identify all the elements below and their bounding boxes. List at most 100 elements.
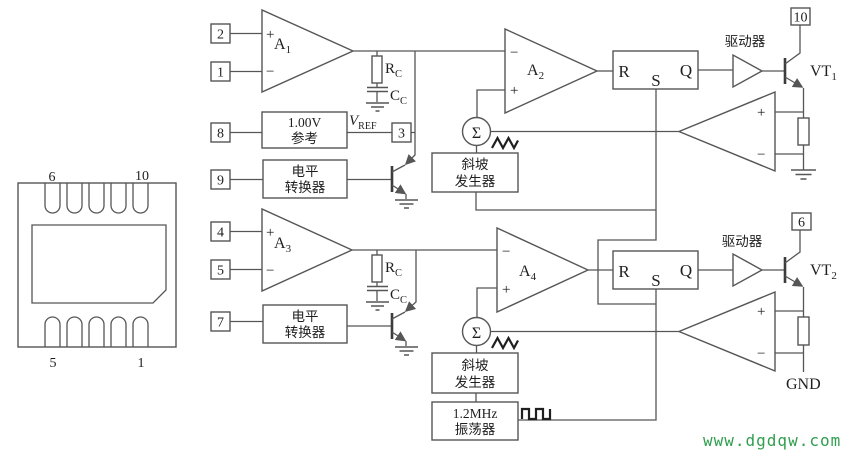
vt2-transistor xyxy=(783,230,805,317)
sense-resistor-1 xyxy=(797,117,810,146)
rc-resistor-1 xyxy=(371,55,383,84)
a1-wiring xyxy=(230,32,505,73)
ic-package: 6 10 5 1 xyxy=(17,169,177,371)
a4-label: A4 xyxy=(519,263,537,283)
driver-1-triangle xyxy=(732,53,764,89)
pin-6-label: 6 xyxy=(798,216,805,231)
level-shifter-1-line2: 转换器 xyxy=(285,180,326,195)
package-pin1-label: 1 xyxy=(138,356,145,371)
a4-plus-sign: + xyxy=(502,282,510,298)
sense-resistor-2 xyxy=(797,316,810,346)
ramp1-clock-wire xyxy=(475,192,656,211)
reference-line1: 1.00V xyxy=(288,115,322,130)
driver-2-label: 驱动器 xyxy=(722,234,763,249)
level-shifter-2-line2: 转换器 xyxy=(285,325,326,340)
clamp-transistor-1 xyxy=(390,51,418,209)
a2-minus-sign: − xyxy=(510,45,518,61)
cc-label-2: CC xyxy=(390,287,407,306)
clock-line-detour xyxy=(597,89,657,305)
op-amp-a3-triangle xyxy=(261,207,354,293)
pwm-comparator-a4-triangle xyxy=(496,226,590,314)
package-top-pins xyxy=(44,183,149,214)
clamp-transistor-2 xyxy=(390,250,418,356)
a1-plus-sign: + xyxy=(266,27,274,43)
package-pin5-label: 5 xyxy=(50,356,57,371)
vt2-label: VT2 xyxy=(810,262,837,282)
oscillator-line2: 振荡器 xyxy=(455,422,496,437)
latch1-q-label: Q xyxy=(680,61,692,80)
a3-minus-sign: − xyxy=(266,263,274,279)
current-sense-comparator-1 xyxy=(677,90,776,173)
channel-2: + − A3 RC CC 电平 转换器 xyxy=(230,207,837,441)
reference-box xyxy=(261,111,348,149)
ground-symbol-cc1 xyxy=(366,102,389,112)
latch1-r-label: R xyxy=(618,62,630,81)
level-shifter-2-line1: 电平 xyxy=(292,309,319,324)
level-shifter-2-wiring xyxy=(230,320,392,327)
pin-1-label: 1 xyxy=(217,66,224,81)
cc-capacitor-2 xyxy=(367,285,388,292)
cs2-tap-wires xyxy=(775,310,804,354)
ground-symbol-vt1 xyxy=(791,169,816,180)
vref-label: VREF xyxy=(349,113,377,132)
op-amp-a1-triangle xyxy=(261,8,355,94)
a1-minus-sign: − xyxy=(266,64,274,80)
pin-5-label: 5 xyxy=(217,264,224,279)
latch1-s-label: S xyxy=(651,71,660,90)
clock-line-lower xyxy=(518,289,657,421)
rc-resistor-2 xyxy=(371,254,383,283)
sawtooth-icon-1 xyxy=(491,135,519,151)
cc-label-1: CC xyxy=(390,88,407,107)
level-shifter-1-line1: 电平 xyxy=(292,164,319,179)
reference-line2: 参考 xyxy=(291,130,318,146)
oscillator-line1: 1.2MHz xyxy=(453,406,498,421)
pwm-comparator-a2-triangle xyxy=(504,27,599,115)
a2-plus-input-wire xyxy=(476,89,505,118)
ground-symbol-cc2 xyxy=(366,301,389,311)
pin-4-label: 4 xyxy=(217,226,224,241)
a2-plus-sign: + xyxy=(510,83,518,99)
pin-8-label: 8 xyxy=(217,127,224,142)
a3-label: A3 xyxy=(274,235,292,255)
pin-2-label: 2 xyxy=(217,28,224,43)
sawtooth-icon-2 xyxy=(491,335,519,351)
channel-1: + − A1 RC CC 1.00V 参考 VREF 电平 转换器 xyxy=(230,8,837,211)
vt1-label: VT1 xyxy=(810,63,837,83)
ground-symbol-clamp1 xyxy=(395,199,418,209)
pin-7-label: 7 xyxy=(217,316,224,331)
sigma-1-glyph: Σ xyxy=(472,125,481,142)
watermark: www.dgdqw.com xyxy=(703,431,841,450)
compensation-network-2: RC CC xyxy=(366,250,407,311)
package-pin10-label: 10 xyxy=(135,169,149,184)
latch2-s-label: S xyxy=(651,271,660,290)
pin-10-label: 10 xyxy=(794,11,808,26)
ramp-generator-1-box xyxy=(431,152,519,193)
ramp-generator-2-line1: 斜坡 xyxy=(462,358,489,373)
a3-wiring xyxy=(230,230,497,271)
a1-label: A1 xyxy=(274,36,291,56)
clock-distribution xyxy=(518,89,657,421)
cs1-plus-sign: + xyxy=(757,105,765,121)
ground-symbol-clamp2 xyxy=(395,346,418,356)
cc-capacitor-1 xyxy=(367,86,388,93)
gnd-label: GND xyxy=(786,376,821,393)
ramp-generator-2-box xyxy=(431,352,519,394)
rs-latch-1-box xyxy=(612,50,699,90)
a4-plus-input-wire xyxy=(476,287,497,318)
driver-2-triangle xyxy=(732,252,764,288)
compensation-network-1: RC CC xyxy=(366,51,407,112)
package-bottom-pins xyxy=(44,316,149,347)
pin-3-label: 3 xyxy=(398,127,405,142)
latch2-q-label: Q xyxy=(680,261,692,280)
cs1-tap-wires xyxy=(775,111,804,155)
a3-plus-sign: + xyxy=(266,225,274,241)
a4-minus-sign: − xyxy=(502,244,510,260)
level-shifter-1-box xyxy=(262,159,348,199)
cs1-minus-sign: − xyxy=(757,147,765,163)
latch2-r-label: R xyxy=(618,262,630,281)
package-exposed-pad xyxy=(31,224,167,304)
cs2-minus-sign: − xyxy=(757,346,765,362)
sigma-2-glyph: Σ xyxy=(472,325,481,342)
